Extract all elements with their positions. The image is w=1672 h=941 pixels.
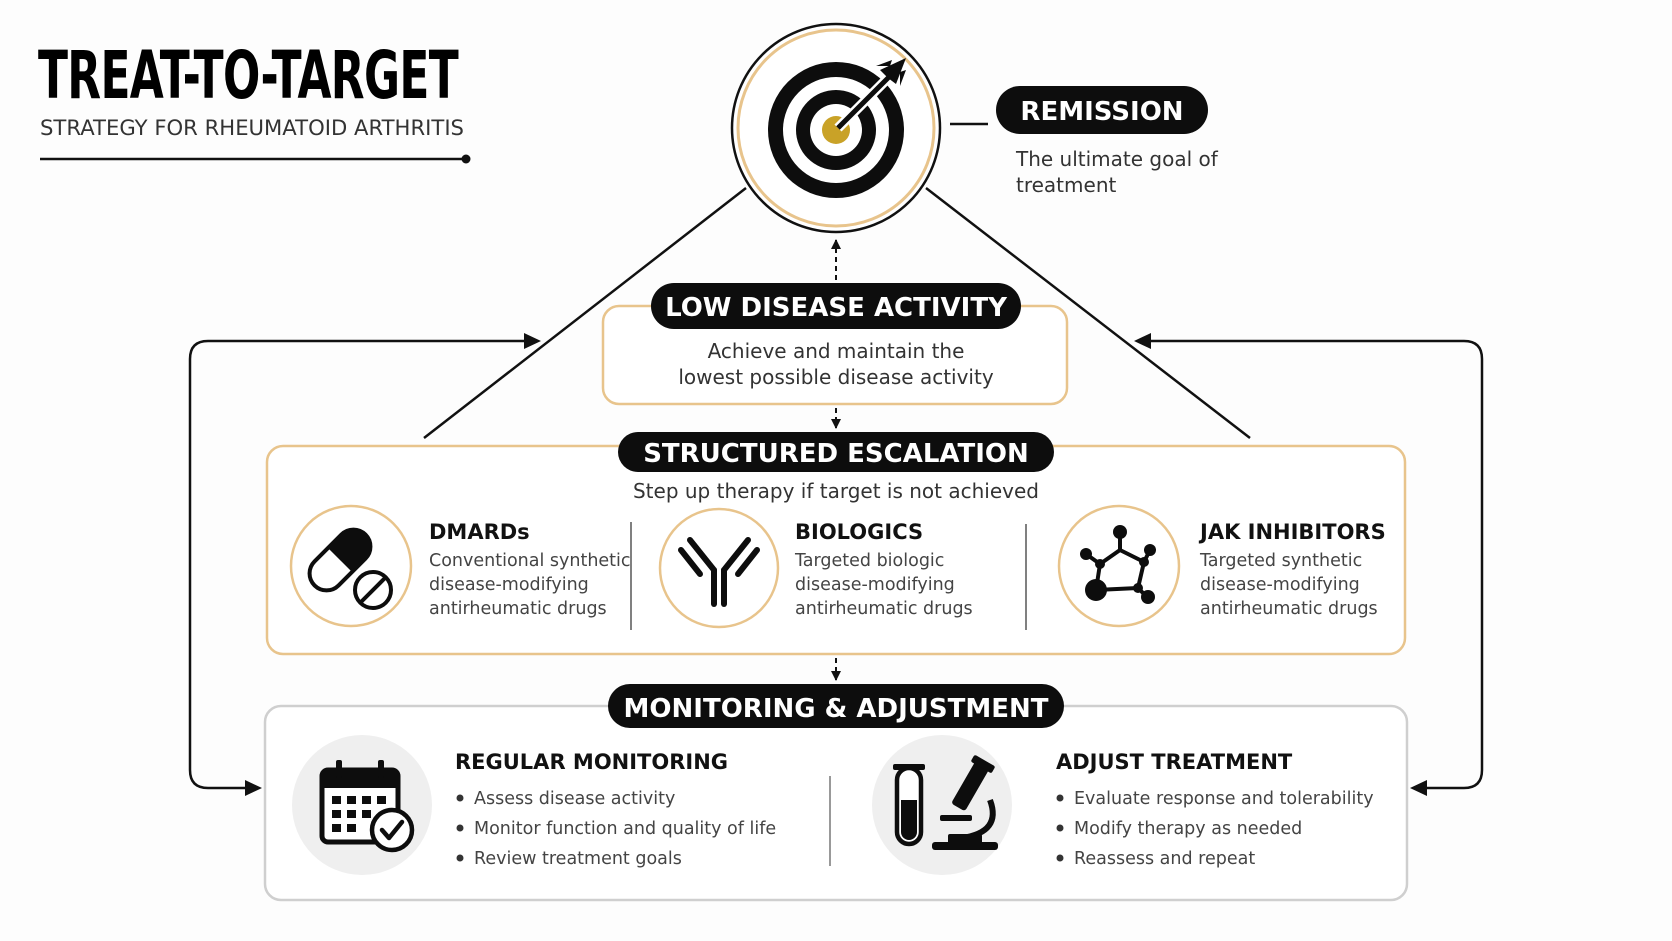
- adjust-bullet-1: Evaluate response and tolerability: [1074, 789, 1374, 809]
- jak-title: JAK INHIBITORS: [1198, 520, 1386, 544]
- regular-bullet-3: Review treatment goals: [474, 849, 682, 869]
- right-loop-line: [1140, 339, 1484, 790]
- header: TREAT-TO-TARGET STRATEGY FOR RHEUMATOID …: [38, 37, 471, 164]
- biologics-title: BIOLOGICS: [795, 520, 923, 544]
- calendar-check-icon: [319, 760, 415, 853]
- escalation-tagline: Step up therapy if target is not achieve…: [633, 479, 1039, 503]
- jak-line3: antirheumatic drugs: [1200, 599, 1378, 619]
- adjust-bullet-2: Modify therapy as needed: [1074, 819, 1302, 839]
- adjust-bullet-dot-1: [1056, 794, 1064, 802]
- regular-bullet-dot-1: [456, 794, 464, 802]
- regular-monitoring-title: REGULAR MONITORING: [455, 750, 728, 774]
- page-subtitle: STRATEGY FOR RHEUMATOID ARTHRITIS: [40, 116, 464, 140]
- remission-pill: [996, 86, 1208, 134]
- dmards-item: DMARDs Conventional synthetic disease-mo…: [289, 504, 631, 628]
- adjust-treatment-title: ADJUST TREATMENT: [1056, 750, 1293, 774]
- low-activity-desc-line1: Achieve and maintain the: [708, 339, 965, 363]
- low-activity-node: LOW DISEASE ACTIVITY Achieve and maintai…: [601, 283, 1069, 406]
- monitoring-label: MONITORING & ADJUSTMENT: [624, 694, 1049, 724]
- escalation-node: STRUCTURED ESCALATION Step up therapy if…: [265, 432, 1407, 656]
- antibody-icon: [678, 537, 760, 607]
- remission-desc-line1: The ultimate goal of: [1015, 147, 1219, 171]
- jak-line1: Targeted synthetic: [1199, 551, 1362, 571]
- adjust-bullet-3: Reassess and repeat: [1074, 849, 1255, 869]
- biologics-item: BIOLOGICS Targeted biologic disease-modi…: [658, 507, 973, 629]
- right-loop-arrow-bottom: [1410, 780, 1427, 796]
- page-title: TREAT-TO-TARGET: [38, 37, 459, 114]
- jak-item: JAK INHIBITORS Targeted synthetic diseas…: [1057, 504, 1386, 628]
- left-loop-arrow-bottom: [245, 780, 262, 796]
- regular-monitoring-item: REGULAR MONITORING Assess disease activi…: [292, 735, 776, 875]
- low-activity-pill: [651, 283, 1021, 329]
- dmards-line1: Conventional synthetic: [429, 551, 631, 571]
- remission-label: REMISSION: [1020, 97, 1183, 127]
- biologics-icon-circle: [658, 507, 780, 629]
- biologics-line3: antirheumatic drugs: [795, 599, 973, 619]
- adjust-bullet-dot-2: [1056, 824, 1064, 832]
- regular-bullet-dot-2: [456, 824, 464, 832]
- low-activity-label: LOW DISEASE ACTIVITY: [665, 293, 1008, 323]
- target-icon: [768, 58, 906, 198]
- left-loop-arrow-top: [524, 333, 541, 349]
- molecule-icon: [1080, 525, 1156, 604]
- adjust-treatment-item: ADJUST TREATMENT Evaluate response and t…: [872, 735, 1374, 875]
- pill-icon: [307, 527, 393, 610]
- dmards-line3: antirheumatic drugs: [429, 599, 607, 619]
- regular-bullet-2: Monitor function and quality of life: [474, 819, 776, 839]
- monitoring-node: MONITORING & ADJUSTMENT REGULAR MONITORI…: [263, 684, 1409, 902]
- connectors: [188, 122, 1484, 796]
- biologics-line1: Targeted biologic: [794, 551, 944, 571]
- jak-icon-circle: [1057, 504, 1181, 628]
- escalation-label: STRUCTURED ESCALATION: [643, 439, 1029, 469]
- left-diagonal-line: [423, 187, 747, 439]
- header-divider-dot: [461, 154, 471, 164]
- dmards-title: DMARDs: [429, 520, 530, 544]
- regular-bullet-dot-3: [456, 854, 464, 862]
- jak-line2: disease-modifying: [1200, 575, 1360, 595]
- target-node: REMISSION The ultimate goal of treatment: [730, 22, 1219, 234]
- adjust-bullet-dot-3: [1056, 854, 1064, 862]
- dmards-line2: disease-modifying: [429, 575, 589, 595]
- escalation-box: [265, 444, 1407, 656]
- right-diagonal-line: [925, 187, 1251, 439]
- remission-desc-line2: treatment: [1016, 173, 1116, 197]
- left-loop-line: [188, 339, 536, 790]
- biologics-line2: disease-modifying: [795, 575, 955, 595]
- regular-bullet-1: Assess disease activity: [474, 789, 675, 809]
- microscope-icon: [893, 755, 998, 850]
- right-loop-arrow-top: [1134, 333, 1151, 349]
- monitoring-pill: [608, 684, 1064, 728]
- escalation-pill: [618, 432, 1054, 472]
- low-activity-desc-line2: lowest possible disease activity: [678, 365, 994, 389]
